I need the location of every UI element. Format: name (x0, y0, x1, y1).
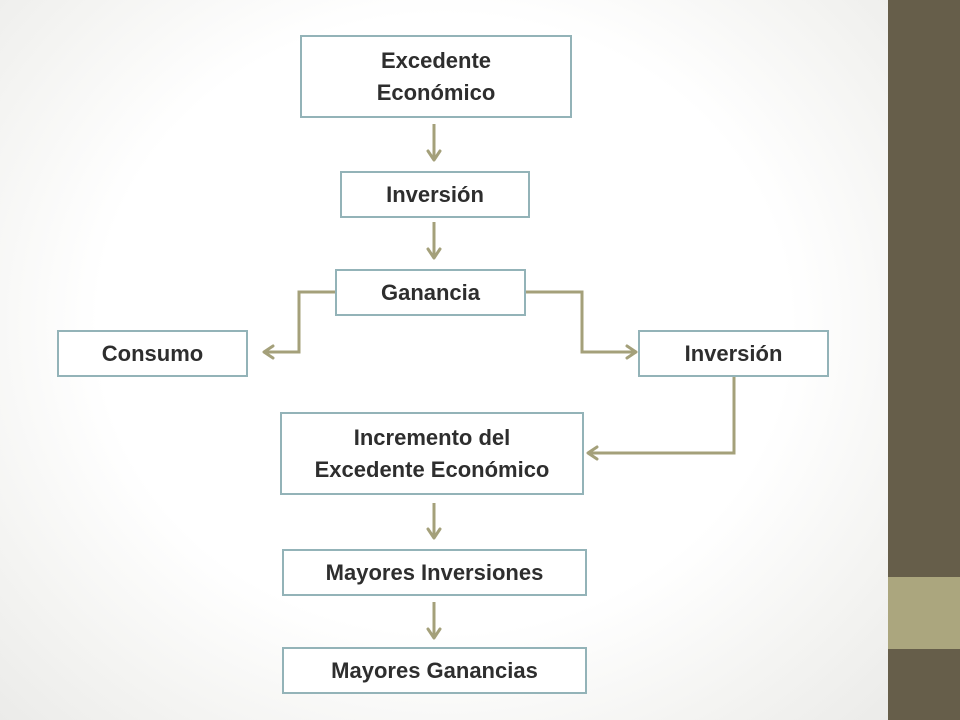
arrow-incremento-to-mayores-inversiones (426, 503, 442, 540)
connectors (262, 124, 736, 640)
arrow-ganancia-to-inversion-right (526, 290, 638, 360)
node-mayores-ganancias: Mayores Ganancias (282, 647, 587, 694)
node-mayores-inversiones: Mayores Inversiones (282, 549, 587, 596)
node-consumo: Consumo (57, 330, 248, 377)
arrow-mayores-inversiones-to-mayores-ganancias (426, 602, 442, 640)
side-decoration-accent (888, 577, 960, 649)
arrow-inversion-to-ganancia (426, 222, 442, 260)
arrow-ganancia-to-consumo (262, 290, 336, 360)
node-excedente-economico: Excedente Económico (300, 35, 572, 118)
arrow-inversion-to-incremento (586, 377, 736, 461)
node-ganancia: Ganancia (335, 269, 526, 316)
node-inversion-right: Inversión (638, 330, 829, 377)
node-inversion: Inversión (340, 171, 530, 218)
node-incremento-excedente: Incremento del Excedente Económico (280, 412, 584, 495)
arrow-excedente-to-inversion (426, 124, 442, 162)
